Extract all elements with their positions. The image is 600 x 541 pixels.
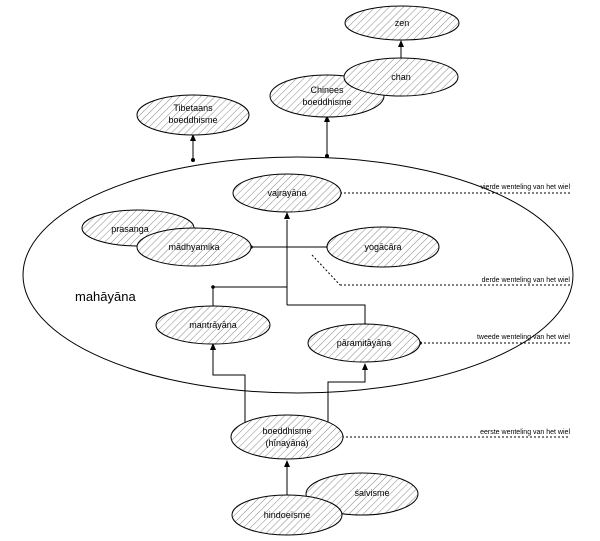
svg-text:prasanga: prasanga [111,224,149,234]
svg-text:boeddhisme: boeddhisme [302,97,351,107]
svg-text:(hīnayāna): (hīnayāna) [265,438,308,448]
node-mantrayana: mantrāyāna [155,305,271,345]
node-yogacara: yogācāra [326,226,440,268]
svg-text:pāramitāyāna: pāramitāyāna [337,338,392,348]
svg-text:Chinees: Chinees [310,85,344,95]
svg-text:Tibetaans: Tibetaans [173,103,213,113]
mahayana-label: mahāyāna [75,289,136,304]
third-turning-label: derde wenteling van het wiel [482,277,571,284]
svg-text:boeddhisme: boeddhisme [168,115,217,125]
svg-text:zen: zen [395,18,410,28]
svg-text:hindoeïsme: hindoeïsme [264,510,311,520]
node-vajrayana: vajrayāna [232,173,342,213]
node-chan: chan [343,57,459,97]
node-madhyamika: mādhyamika [136,227,252,267]
wheel-lines [311,192,570,438]
fourth-turning-label: vierde wenteling van het wiel [481,184,571,191]
first-turning-label: eerste wenteling van het wiel [480,429,570,436]
svg-text:mādhyamika: mādhyamika [168,242,219,252]
svg-text:vajrayāna: vajrayāna [267,188,306,198]
node-tibetan-buddhism: Tibetaans boeddhisme [136,94,250,136]
svg-text:yogācāra: yogācāra [364,242,401,252]
node-paramitayana: pāramitāyāna [307,323,421,363]
second-turning-label: tweede wenteling van het wiel [477,334,570,341]
mahayana-region [22,156,574,394]
svg-text:mantrāyāna: mantrāyāna [189,320,237,330]
connectors [190,40,404,497]
node-buddhism-hinayana: boeddhisme (hīnayāna) [230,414,344,460]
node-hinduism: hindoeïsme [231,494,343,536]
node-zen: zen [344,5,460,41]
svg-text:śaivisme: śaivisme [354,488,389,498]
svg-text:chan: chan [391,72,411,82]
svg-text:boeddhisme: boeddhisme [262,426,311,436]
